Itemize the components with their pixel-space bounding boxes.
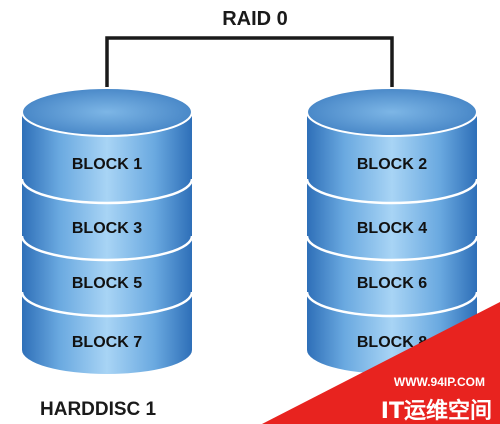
disk-2-body [307,112,477,374]
watermark-name: IT运维空间 [381,398,492,424]
disk-1-divider-1 [20,178,194,205]
disk-2: BLOCK 2 BLOCK 4 BLOCK 6 BLOCK 8 [305,87,479,374]
disk-1-top [21,87,193,137]
watermark: WWW.94IP.COM IT运维空间 [262,302,500,424]
watermark-banner [262,302,500,424]
disk-1-block-label: BLOCK 1 [72,156,142,173]
disk-1-divider-2 [20,235,194,262]
raid-connector-line [105,36,394,108]
disk-2-block-label: BLOCK 2 [357,156,427,173]
disk-1-caption: HARDDISC 1 [40,399,157,420]
disk-1-block-label: BLOCK 5 [72,275,142,292]
disk-1: BLOCK 1 BLOCK 3 BLOCK 5 BLOCK 7 [20,87,194,374]
disk-2-block-label: BLOCK 4 [357,220,427,237]
disk-2-block-label: BLOCK 6 [357,275,427,292]
disk-2-divider-3 [305,291,479,318]
disk-1-body [22,112,192,374]
disk-1-block-label: BLOCK 7 [72,334,142,351]
disk-2-top [306,87,478,137]
disk-1-divider-3 [20,291,194,318]
diagram-title: RAID 0 [222,8,288,30]
watermark-url: WWW.94IP.COM [394,375,485,389]
disk-1-block-label: BLOCK 3 [72,220,142,237]
disk-2-divider-1 [305,178,479,205]
disk-2-block-label: BLOCK 8 [357,334,427,351]
disk-2-divider-2 [305,235,479,262]
